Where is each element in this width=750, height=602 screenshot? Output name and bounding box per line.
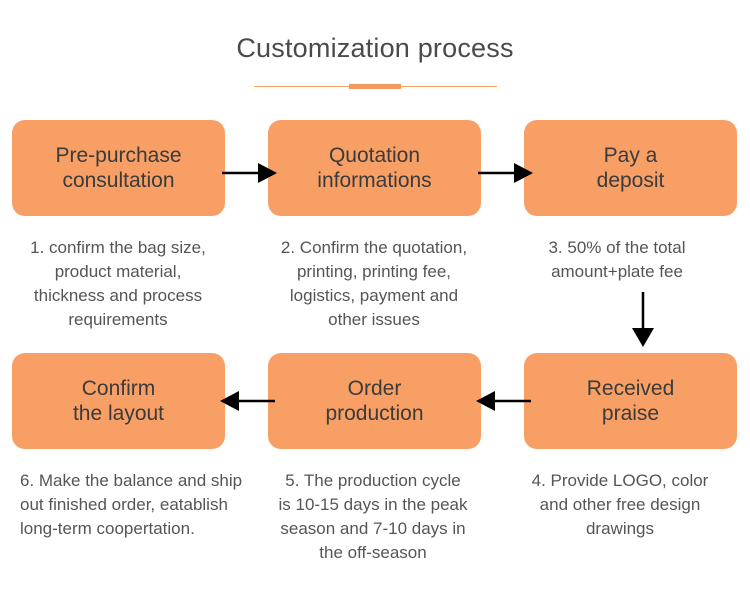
step-label: Pay a deposit: [596, 144, 665, 192]
step-box-received-praise: Received praise: [524, 353, 737, 449]
step-box-pre-purchase-consultation: Pre-purchase consultation: [12, 120, 225, 216]
step-label: Order production: [325, 377, 424, 425]
step-description-4: 4. Provide LOGO, color and other free de…: [531, 471, 709, 538]
step-label: Confirm the layout: [72, 377, 165, 425]
arrow-down-icon: [632, 292, 654, 347]
arrow-left-icon: [220, 391, 275, 411]
step-label: Pre-purchase consultation: [55, 144, 182, 192]
step-description-5: 5. The production cycle is 10-15 days in…: [278, 471, 468, 562]
arrow-left-icon: [476, 391, 531, 411]
step-box-pay-deposit: Pay a deposit: [524, 120, 737, 216]
step-description-1: 1. confirm the bag size, product materia…: [30, 238, 206, 329]
title-underline-accent: [349, 84, 401, 89]
arrow-right-icon: [222, 163, 277, 183]
step-box-quotation-informations: Quotation informations: [268, 120, 481, 216]
step-box-order-production: Order production: [268, 353, 481, 449]
arrow-right-icon: [478, 163, 533, 183]
step-description-6: 6. Make the balance and ship out finishe…: [20, 471, 243, 538]
step-label: Quotation informations: [317, 144, 432, 192]
step-description-2: 2. Confirm the quotation, printing, prin…: [280, 238, 468, 329]
step-box-confirm-layout: Confirm the layout: [12, 353, 225, 449]
step-description-3: 3. 50% of the total amount+plate fee: [548, 238, 686, 281]
page-title: Customization process: [236, 33, 514, 63]
step-label: Received praise: [586, 377, 675, 425]
